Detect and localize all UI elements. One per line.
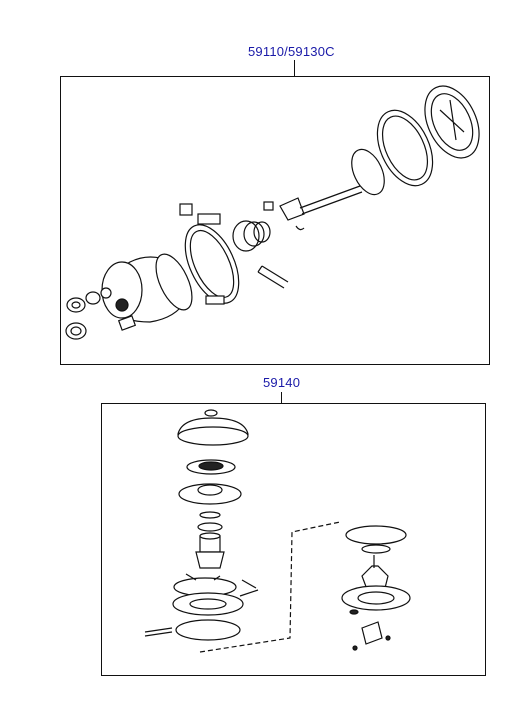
push-rod-clevis[interactable] (263, 185, 363, 231)
connector-dash (199, 521, 341, 653)
part-number-callout-bottom[interactable]: 59140 (263, 375, 301, 390)
stud[interactable] (144, 589, 259, 637)
spring-seat[interactable] (195, 532, 225, 569)
clamp-ring[interactable] (174, 213, 249, 311)
lock-nut[interactable] (65, 287, 112, 340)
chamber-cover[interactable] (414, 77, 490, 166)
leader-line-bottom (281, 392, 282, 404)
diaphragm-upper[interactable] (178, 483, 242, 505)
diaphragm-lower[interactable] (345, 525, 407, 554)
base-housing[interactable] (172, 573, 257, 641)
chamber-housing[interactable] (101, 249, 199, 331)
diaphragm-exploded-panel (101, 403, 486, 676)
cover-cap[interactable] (177, 409, 249, 446)
push-rod-plate[interactable] (345, 144, 391, 199)
dust-boot[interactable] (232, 220, 271, 252)
diaphragm-plate-upper[interactable] (186, 459, 236, 475)
diaphragm[interactable] (366, 102, 443, 195)
bolt[interactable] (179, 203, 289, 289)
washer[interactable] (197, 511, 223, 532)
spring-assembly[interactable] (341, 555, 411, 611)
part-number-callout-top[interactable]: 59110/59130C (248, 44, 335, 59)
valve-fitting[interactable] (349, 609, 391, 651)
leader-line-top (294, 60, 295, 77)
